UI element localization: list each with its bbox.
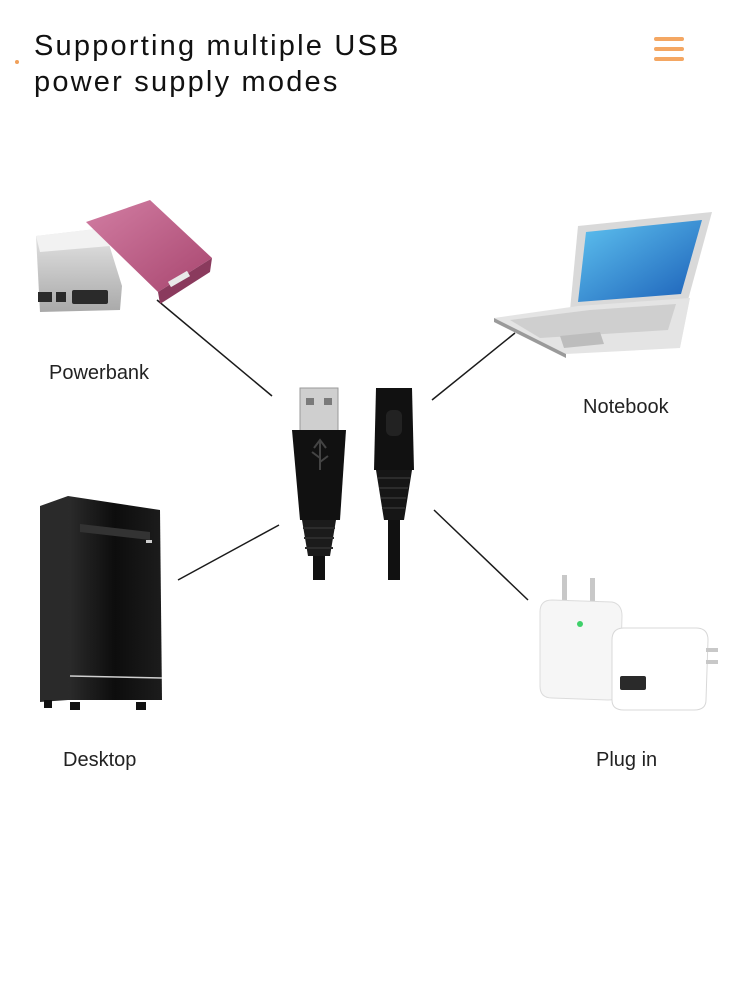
decorative-dot [15, 60, 19, 64]
usb-cable-image [292, 387, 414, 580]
powerbank-image [36, 200, 212, 312]
plug-in-charger-image [539, 575, 718, 711]
plug-in-label: Plug in [596, 749, 658, 771]
notebook-label: Notebook [583, 396, 669, 418]
notebook-image [494, 212, 712, 358]
title-line-2: power supply modes [34, 66, 340, 98]
page-title: Supporting multiple USB power supply mod… [34, 28, 401, 100]
desktop-tower-image [40, 496, 163, 710]
desktop-label: Desktop [63, 749, 137, 771]
connector-lines [156, 299, 529, 601]
title-line-1: Supporting multiple USB [34, 30, 401, 62]
powerbank-label: Powerbank [49, 362, 150, 384]
hamburger-menu-icon[interactable] [654, 35, 686, 63]
